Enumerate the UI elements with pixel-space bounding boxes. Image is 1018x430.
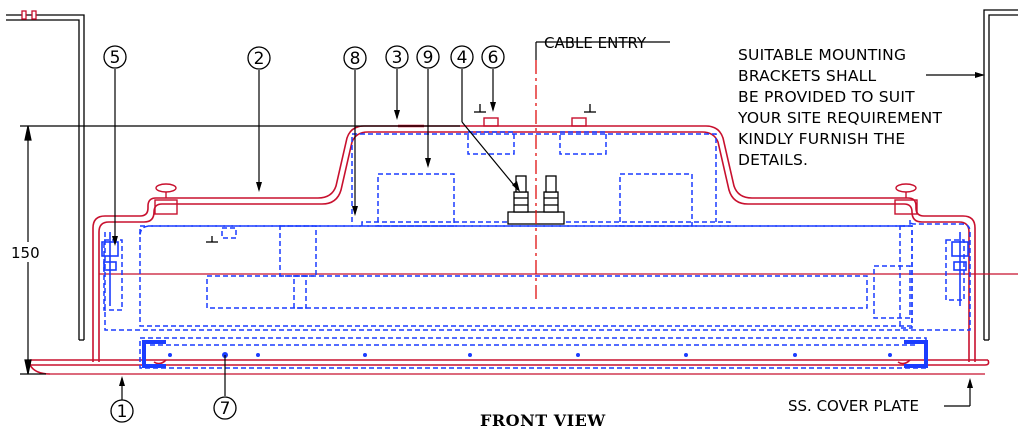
svg-text:5: 5 [110, 48, 121, 68]
internal-assembly [103, 131, 971, 369]
leader-arrowheads [112, 72, 985, 388]
cover-plate-label: SS. COVER PLATE [788, 397, 919, 415]
svg-text:4: 4 [457, 48, 468, 68]
svg-text:KINDLY FURNISH THE: KINDLY FURNISH THE [738, 130, 905, 148]
terminal-studs [507, 175, 565, 225]
balloon-3: 3 [385, 45, 409, 69]
svg-text:6: 6 [488, 48, 499, 68]
side-bolts [101, 232, 969, 306]
balloon-7: 7 [213, 396, 237, 420]
right-mounting-bracket [983, 9, 1018, 341]
balloon-6: 6 [481, 45, 505, 69]
svg-text:BRACKETS SHALL: BRACKETS SHALL [738, 67, 876, 85]
svg-text:DETAILS.: DETAILS. [738, 151, 808, 169]
balloon-5: 5 [103, 45, 127, 69]
svg-text:SUITABLE MOUNTING: SUITABLE MOUNTING [738, 46, 906, 64]
svg-text:2: 2 [254, 49, 265, 69]
balloon-4: 4 [450, 45, 474, 69]
balloon-2: 2 [247, 46, 271, 70]
svg-text:7: 7 [220, 399, 231, 419]
balloon-8: 8 [343, 46, 367, 70]
mounting-plate-screws [168, 352, 892, 358]
enclosure-outline [29, 125, 1018, 375]
fixing-marks [206, 104, 596, 243]
mounting-note: SUITABLE MOUNTING BRACKETS SHALL BE PROV… [737, 46, 942, 169]
height-dimension [20, 125, 460, 375]
svg-text:YOUR SITE REQUIREMENT: YOUR SITE REQUIREMENT [737, 109, 942, 127]
view-title: FRONT VIEW [480, 411, 606, 430]
svg-text:9: 9 [423, 48, 434, 68]
balloon-1: 1 [110, 399, 134, 423]
balloon-leaders [114, 69, 983, 407]
dimension-label: 150 [11, 244, 40, 262]
left-mounting-bracket [6, 10, 85, 341]
cable-entry-label: CABLE ENTRY [544, 34, 647, 52]
svg-text:8: 8 [350, 49, 361, 69]
mounting-plate-clamps [142, 340, 928, 368]
svg-text:3: 3 [392, 48, 403, 68]
balloon-9: 9 [416, 45, 440, 69]
svg-text:BE PROVIDED TO SUIT: BE PROVIDED TO SUIT [738, 88, 915, 106]
svg-text:1: 1 [117, 402, 128, 422]
